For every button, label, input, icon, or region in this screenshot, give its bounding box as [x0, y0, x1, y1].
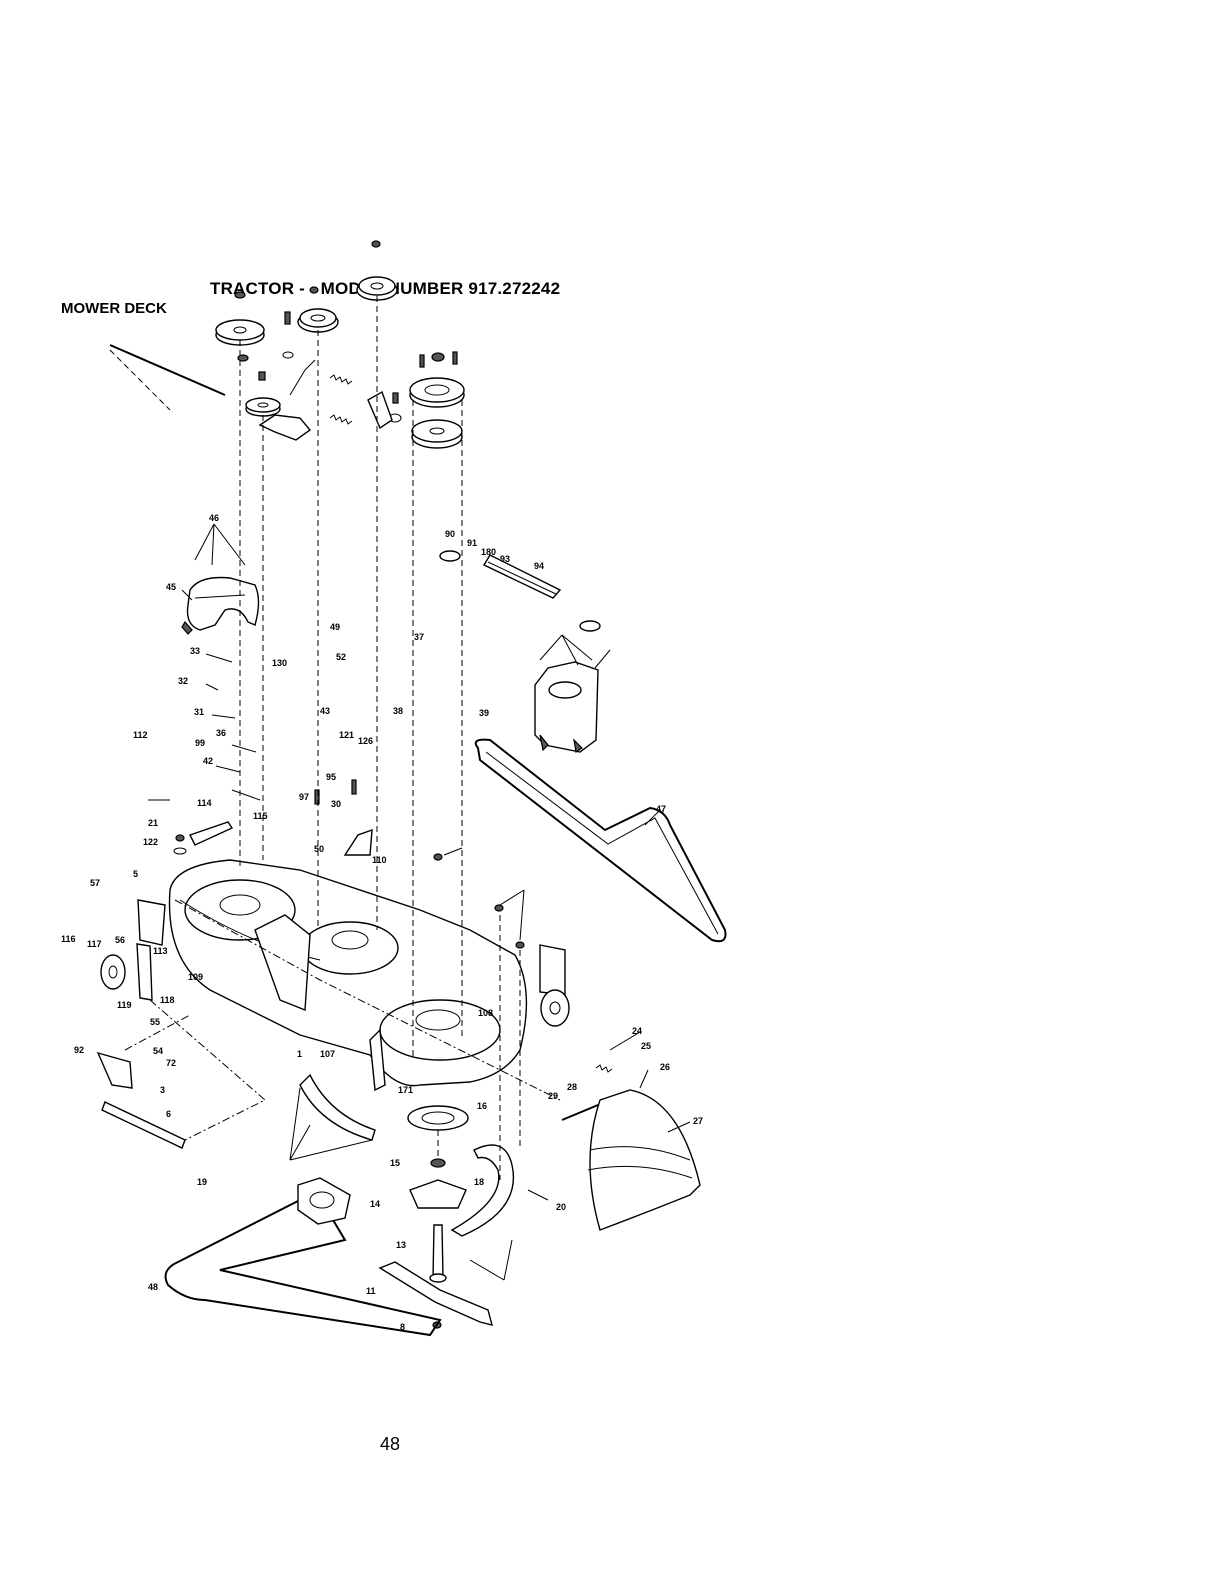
callout-6: 6	[166, 1109, 171, 1119]
callout-29: 29	[548, 1091, 558, 1101]
callout-115: 115	[253, 811, 268, 821]
callout-126: 126	[358, 736, 373, 746]
callout-54: 54	[153, 1046, 163, 1056]
callout-16: 16	[477, 1101, 487, 1111]
callout-42: 42	[203, 756, 213, 766]
rod-112	[109, 344, 226, 411]
callout-18: 18	[474, 1177, 484, 1187]
callout-94: 94	[534, 561, 544, 571]
callout-122: 122	[143, 837, 158, 847]
mower-deck-housing	[168, 859, 528, 1092]
callout-117: 117	[87, 939, 102, 949]
bracket-114	[189, 821, 234, 846]
callout-99: 99	[195, 738, 205, 748]
callout-109: 109	[188, 972, 203, 982]
callout-15: 15	[390, 1158, 400, 1168]
section-title: MOWER DECK	[61, 300, 167, 317]
pulley-99	[245, 397, 281, 417]
callout-114: 114	[197, 798, 212, 808]
callout-labels: 46 45 33 32 31 36 99 42 112 21 122 114 1…	[61, 513, 703, 1332]
callout-20: 20	[556, 1202, 566, 1212]
gauge-wheels-right	[539, 944, 570, 1027]
discharge-chute	[561, 1089, 701, 1231]
callout-46: 46	[209, 513, 219, 523]
callout-119: 119	[117, 1000, 132, 1010]
callout-33: 33	[190, 646, 200, 656]
baffle-107	[299, 1073, 376, 1141]
callout-leaders	[148, 523, 691, 1281]
callout-121: 121	[339, 730, 354, 740]
deck-bracket-left	[100, 899, 166, 1001]
pulley-39	[409, 377, 465, 408]
idler-arm-126	[367, 390, 393, 430]
callout-47: 47	[656, 804, 666, 814]
callout-26: 26	[660, 1062, 670, 1072]
callout-55: 55	[150, 1017, 160, 1027]
callout-48: 48	[148, 1282, 158, 1292]
callout-130: 130	[272, 658, 287, 668]
page-number: 48	[379, 1434, 401, 1454]
callout-45: 45	[166, 582, 176, 592]
callout-90: 90	[445, 529, 455, 539]
belt-48	[164, 1177, 442, 1337]
callout-14: 14	[370, 1199, 380, 1209]
callout-31: 31	[194, 707, 204, 717]
callout-49: 49	[330, 622, 340, 632]
idler-bracket-115	[258, 359, 316, 441]
callout-30: 30	[331, 799, 341, 809]
bracket-110	[343, 828, 373, 856]
callout-113: 113	[153, 946, 168, 956]
callout-95: 95	[326, 772, 336, 782]
callout-27: 27	[693, 1116, 703, 1126]
callout-72: 72	[166, 1058, 176, 1068]
springs	[329, 374, 613, 1073]
spindle-assembly	[407, 1105, 469, 1283]
callout-19: 19	[197, 1177, 207, 1187]
callout-13: 13	[396, 1240, 406, 1250]
callout-97: 97	[299, 792, 309, 802]
callout-32: 32	[178, 676, 188, 686]
belt-cover-right	[534, 661, 599, 754]
callout-52: 52	[336, 652, 346, 662]
belt-cover-left	[181, 576, 260, 635]
callout-118: 118	[160, 995, 175, 1005]
pulley-37	[356, 276, 398, 301]
callout-39: 39	[479, 708, 489, 718]
assembly-lines	[124, 296, 561, 1180]
callout-112: 112	[133, 730, 148, 740]
front-hanger-bracket	[96, 1051, 186, 1149]
callout-24: 24	[632, 1026, 642, 1036]
callout-5: 5	[133, 869, 138, 879]
pulley-52	[297, 308, 339, 333]
callout-116: 116	[61, 934, 76, 944]
callout-93: 93	[500, 554, 510, 564]
callout-91: 91	[467, 538, 477, 548]
callout-21: 21	[148, 818, 158, 828]
callout-25: 25	[641, 1041, 651, 1051]
tension-rod-94	[439, 550, 601, 632]
callout-38: 38	[393, 706, 403, 716]
pulley-32-right	[411, 419, 463, 449]
baffle-20	[450, 1144, 515, 1237]
callout-56: 56	[115, 935, 125, 945]
callout-92: 92	[74, 1045, 84, 1055]
callout-37: 37	[414, 632, 424, 642]
callout-1: 1	[297, 1049, 302, 1059]
callout-43: 43	[320, 706, 330, 716]
pulley-32-left	[215, 319, 265, 346]
callout-36: 36	[216, 728, 226, 738]
callout-108: 108	[478, 1008, 493, 1018]
callout-28: 28	[567, 1082, 577, 1092]
callout-110: 110	[372, 855, 387, 865]
callout-171: 171	[398, 1085, 413, 1095]
callout-8: 8	[400, 1322, 405, 1332]
callout-50: 50	[314, 844, 324, 854]
belt-47	[474, 738, 727, 943]
callout-11: 11	[366, 1286, 376, 1296]
callout-57: 57	[90, 878, 100, 888]
callout-3: 3	[160, 1085, 165, 1095]
callout-107: 107	[320, 1049, 335, 1059]
callout-180: 180	[481, 547, 496, 557]
